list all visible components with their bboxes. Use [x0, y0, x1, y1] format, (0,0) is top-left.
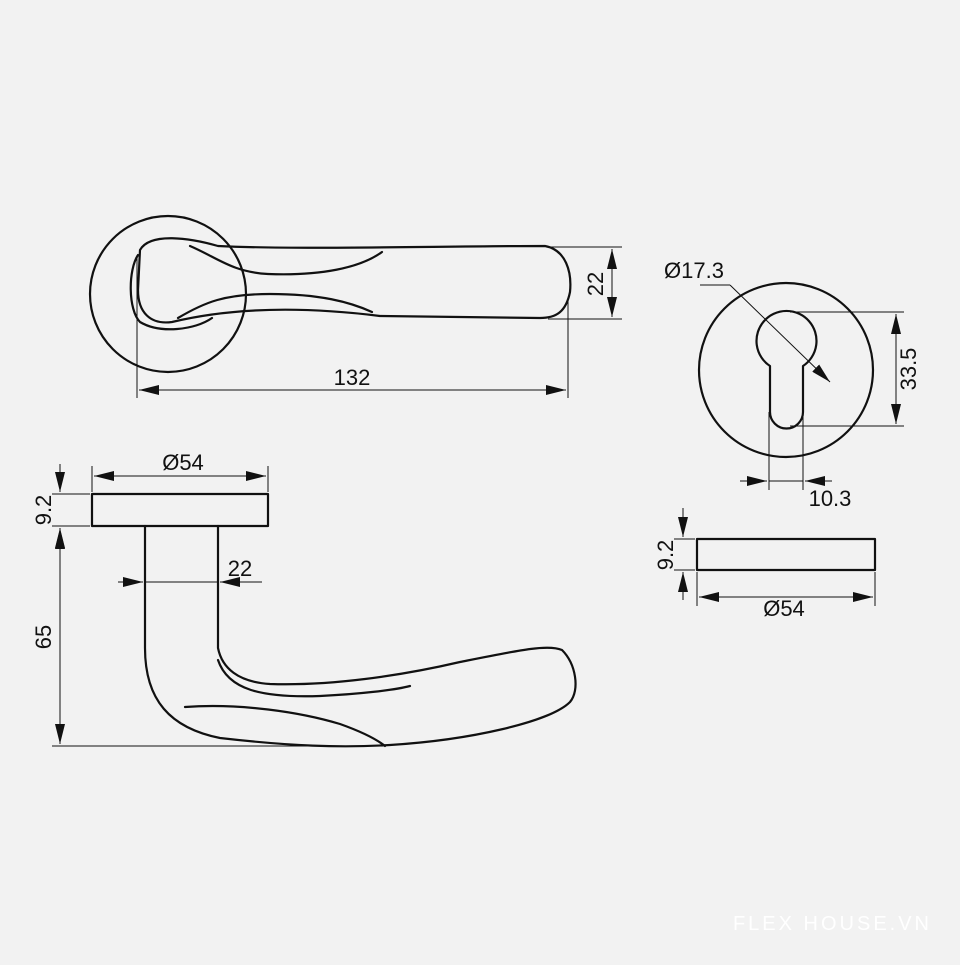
rose-outline: [90, 216, 246, 372]
escutcheon-side-outline: [697, 539, 875, 570]
dimension-escutcheon-thickness: 9.2: [653, 508, 695, 600]
lever-side-outline: [145, 526, 576, 746]
rose-side-outline: [92, 494, 268, 526]
escutcheon-side-view: [697, 539, 875, 570]
dimension-label-10-3: 10.3: [809, 486, 852, 511]
dimension-label-54-escutcheon: Ø54: [763, 596, 805, 621]
dimension-lever-projection: 65: [31, 529, 360, 746]
dimension-lever-length: 132: [137, 255, 568, 398]
dimension-label-65: 65: [31, 625, 56, 649]
lever-side-underside-line: [185, 706, 385, 746]
dimension-label-9-2-escutcheon: 9.2: [653, 540, 678, 571]
lever-top-view: [90, 216, 570, 372]
dimension-cylinder-height: 33.5: [790, 312, 921, 426]
dimension-label-9-2-rose: 9.2: [31, 495, 56, 526]
watermark-text: FLEX HOUSE.VN: [733, 913, 932, 936]
dimension-label-132: 132: [334, 365, 371, 390]
dimension-rose-diameter: Ø54: [92, 450, 268, 492]
escutcheon-outline: [699, 283, 873, 457]
dimension-lever-neck-width: 22: [118, 556, 262, 582]
dimension-label-54-rose: Ø54: [162, 450, 204, 475]
lever-side-view: [92, 494, 576, 746]
dimension-label-33-5: 33.5: [896, 348, 921, 391]
escutcheon-front-view: [699, 283, 873, 457]
dimension-escutcheon-diameter: Ø54: [697, 572, 875, 621]
dimension-lever-grip-height: 22: [548, 247, 622, 319]
dimension-label-17-3: Ø17.3: [664, 258, 724, 283]
lever-twist-line-top: [190, 246, 382, 274]
cylinder-cutout-outline: [757, 311, 817, 429]
dimension-label-22-neck: 22: [228, 556, 252, 581]
lever-neck-outline: [131, 255, 212, 329]
dimension-label-22-top: 22: [583, 272, 608, 296]
